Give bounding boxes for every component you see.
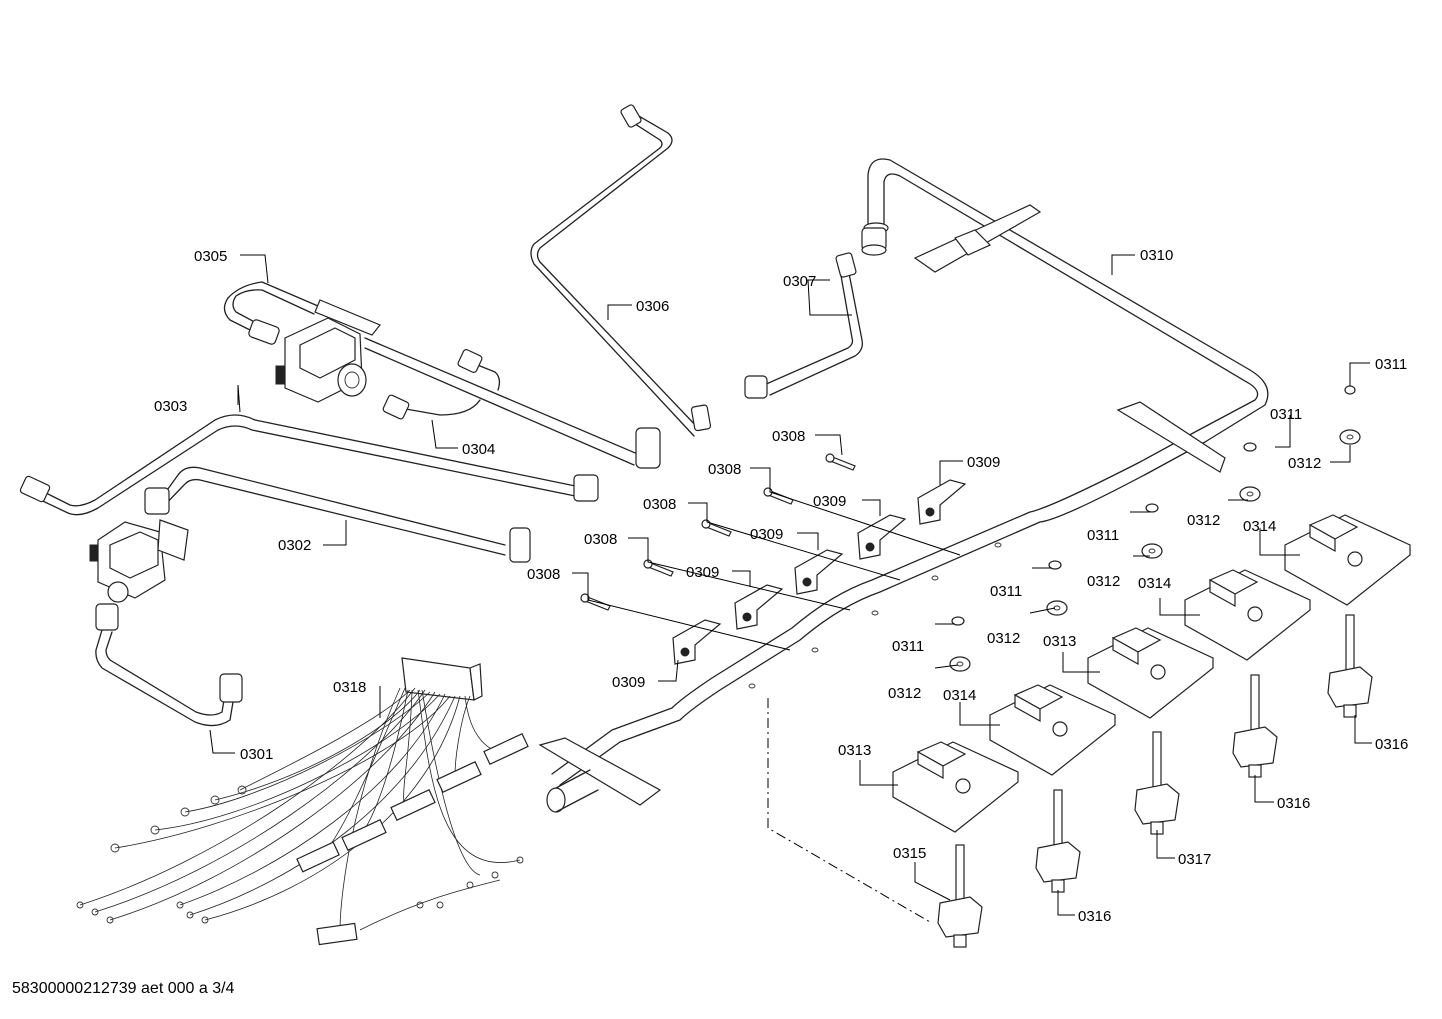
gas-taps-0315-0317 xyxy=(937,614,1373,948)
label-0302: 0302 xyxy=(278,537,311,554)
label-0316-b: 0316 xyxy=(1277,795,1310,812)
label-0314-b: 0314 xyxy=(1138,575,1171,592)
label-0301: 0301 xyxy=(240,746,273,763)
label-0308-b: 0308 xyxy=(708,461,741,478)
label-0308-a: 0308 xyxy=(772,428,805,445)
solenoid-valve-lower xyxy=(89,519,189,603)
label-0311-e: 0311 xyxy=(892,638,924,655)
label-0308-c: 0308 xyxy=(643,496,676,513)
label-0306: 0306 xyxy=(636,298,669,315)
pipe-0307 xyxy=(744,252,863,399)
label-0309-d: 0309 xyxy=(686,564,719,581)
clips-0309 xyxy=(672,479,967,665)
label-0311-b: 0311 xyxy=(1270,406,1302,423)
pipe-0303 xyxy=(19,414,599,516)
part-labels: 0305 0303 0304 0306 0307 0310 0302 0301 … xyxy=(154,247,1408,925)
label-0305: 0305 xyxy=(194,248,227,265)
label-0309-a: 0309 xyxy=(967,454,1000,471)
label-0314-c: 0314 xyxy=(943,687,976,704)
label-0315: 0315 xyxy=(893,845,926,862)
label-0311-c: 0311 xyxy=(1087,527,1119,544)
washers-0311-0312 xyxy=(949,385,1361,672)
control-modules-0313-0314 xyxy=(892,514,1411,833)
label-0309-c: 0309 xyxy=(750,526,783,543)
pipe-0306 xyxy=(530,104,712,437)
label-0312-b: 0312 xyxy=(1187,512,1220,529)
label-0311-d: 0311 xyxy=(990,583,1022,600)
label-0312-c: 0312 xyxy=(1087,573,1120,590)
label-0309-e: 0309 xyxy=(612,674,645,691)
pipe-0305-0304 xyxy=(223,281,661,469)
label-0308-e: 0308 xyxy=(527,566,560,583)
label-0304: 0304 xyxy=(462,441,495,458)
label-0312-a: 0312 xyxy=(1288,455,1321,472)
pipe-0301 xyxy=(95,603,243,727)
label-0303: 0303 xyxy=(154,398,187,415)
leader-lines xyxy=(209,254,1372,923)
label-0313-a: 0313 xyxy=(1043,633,1076,650)
label-0311-a: 0311 xyxy=(1375,356,1407,373)
label-0317: 0317 xyxy=(1178,851,1211,868)
pipe-0302 xyxy=(144,466,531,563)
solenoid-valve-upper xyxy=(275,299,381,403)
label-0312-d: 0312 xyxy=(987,630,1020,647)
label-0309-b: 0309 xyxy=(813,493,846,510)
label-0318: 0318 xyxy=(333,679,366,696)
label-0313-b: 0313 xyxy=(838,742,871,759)
document-reference-footer: 58300000212739 aet 000 a 3/4 xyxy=(12,980,235,997)
label-0312-e: 0312 xyxy=(888,685,921,702)
wiring-harness-0318 xyxy=(76,657,529,946)
gas-manifold-0310 xyxy=(538,158,1269,813)
label-0308-d: 0308 xyxy=(584,531,617,548)
label-0314-a: 0314 xyxy=(1243,518,1276,535)
label-0316-c: 0316 xyxy=(1078,908,1111,925)
label-0307: 0307 xyxy=(783,273,816,290)
label-0310: 0310 xyxy=(1140,247,1173,264)
label-0316-a: 0316 xyxy=(1375,736,1408,753)
